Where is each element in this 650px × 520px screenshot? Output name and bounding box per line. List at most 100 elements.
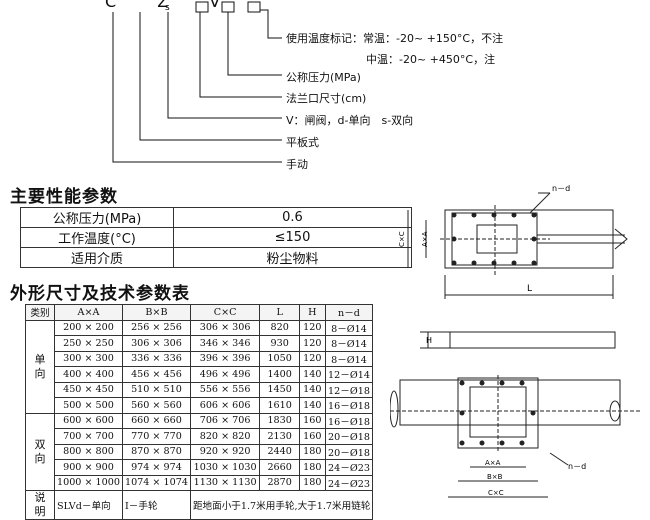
table-cell: 8－Ø14 (324, 319, 374, 336)
table-cell: 12－Ø18 (324, 381, 374, 398)
table-cell: 500 × 500 (54, 397, 123, 414)
table-cell: 706 × 706 (189, 412, 261, 429)
table-cell: 140 (299, 366, 326, 383)
table-cell: 120 (299, 350, 326, 367)
table-cell: 496 × 496 (189, 366, 261, 383)
label-cxc: C×C (398, 231, 406, 247)
table-cell: 160 (299, 428, 326, 445)
table-cell: 16－Ø18 (324, 397, 374, 414)
table-cell: 306 × 306 (121, 335, 191, 352)
table-cell: 180 (299, 459, 326, 476)
table-cell: 400 × 400 (54, 366, 123, 383)
label-nd-bottom: n－d (568, 462, 586, 471)
table-cell: 900 × 900 (54, 459, 123, 476)
note-cell: 距地面小于1.7米用手轮,大于1.7米用链轮 (189, 490, 374, 520)
table-cell: 1000 × 1000 (54, 474, 123, 491)
table-cell: 450 × 450 (54, 381, 123, 398)
table-cell: 1130 × 1130 (189, 474, 261, 491)
table-cell: 16－Ø18 (324, 412, 374, 429)
table-cell: 1450 (259, 381, 301, 398)
table-cell: 160 (299, 412, 326, 429)
table-cell: 180 (299, 443, 326, 460)
group-note: 说明 (25, 490, 55, 520)
model-code-leaders: s (112, 1, 282, 163)
label-L: L (527, 284, 532, 294)
table-cell: 120 (299, 335, 326, 352)
table-cell: 120 (299, 319, 326, 336)
label-H: H (426, 336, 432, 345)
label-nd-top: n－d (552, 185, 570, 193)
table-cell: 456 × 456 (121, 366, 191, 383)
label-axa-bottom: A×A (485, 459, 501, 467)
table-row: 适用介质粉尘物料 (20, 247, 412, 268)
table-cell: 346 × 346 (189, 335, 261, 352)
table-cell: 8－Ø14 (324, 350, 374, 367)
table-cell: 930 (259, 335, 301, 352)
code-line-type: V：闸阀，d-单向 s-双向 (286, 114, 414, 127)
model-code: C Z V (105, 0, 239, 11)
code-line-manual: 手动 (286, 158, 308, 171)
table-cell: 2130 (259, 428, 301, 445)
table-cell: 920 × 920 (189, 443, 261, 460)
table-cell: 800 × 800 (54, 443, 123, 460)
table-cell: 200 × 200 (54, 319, 123, 336)
table-cell: 820 (259, 319, 301, 336)
code-line-flange: 法兰口尺寸(cm) (286, 92, 367, 105)
table-cell: 556 × 556 (189, 381, 261, 398)
group-single: 单向 (25, 319, 55, 414)
table-cell: 8－Ø14 (324, 335, 374, 352)
table-cell: 24－Ø23 (324, 459, 374, 476)
table-cell: 20－Ø18 (324, 443, 374, 460)
table-cell: 1830 (259, 412, 301, 429)
table-cell: 974 × 974 (121, 459, 191, 476)
table-cell: 336 × 336 (121, 350, 191, 367)
code-line-flat: 平板式 (286, 136, 319, 149)
label-axa-top: A×A (421, 231, 429, 247)
table-cell: 660 × 660 (121, 412, 191, 429)
label-cxc-bottom: C×C (488, 489, 504, 497)
perf-table: 公称压力(MPa)0.6 工作温度(°C)≤150 适用介质粉尘物料 (20, 207, 412, 268)
table-cell: 12－Ø14 (324, 366, 374, 383)
table-cell: 250 × 250 (54, 335, 123, 352)
table-cell: 2870 (259, 474, 301, 491)
code-line-temp-mid: 中温：-20~ +450°C，注 (366, 53, 496, 66)
gate-valve-drawing: n－d C×C A×A L H A×A B×B C×C n－d (390, 185, 640, 498)
svg-text:s: s (165, 3, 170, 13)
table-cell: 560 × 560 (121, 397, 191, 414)
table-cell: 300 × 300 (54, 350, 123, 367)
code-line-temp: 使用温度标记：常温：-20~ +150°C，不注 (286, 32, 504, 45)
table-cell: 256 × 256 (121, 319, 191, 336)
table-cell: 1610 (259, 397, 301, 414)
table-cell: 1030 × 1030 (189, 459, 261, 476)
table-cell: 820 × 820 (189, 428, 261, 445)
note-cell: SLVd－单向 (54, 490, 123, 520)
table-cell: 870 × 870 (121, 443, 191, 460)
note-cell: Ⅰ－手轮 (121, 490, 191, 520)
label-bxb: B×B (487, 473, 503, 481)
table-cell: 770 × 770 (121, 428, 191, 445)
table-cell: 306 × 306 (189, 319, 261, 336)
table-cell: 1050 (259, 350, 301, 367)
table-cell: 180 (299, 474, 326, 491)
table-cell: 1400 (259, 366, 301, 383)
table-cell: 700 × 700 (54, 428, 123, 445)
table-cell: 140 (299, 381, 326, 398)
table-header-row: 类别 A×A B×B C×C L H n－d (25, 304, 374, 321)
perf-title: 主要性能参数 (10, 187, 118, 207)
table-row: 工作温度(°C)≤150 (20, 227, 412, 248)
group-double: 双向 (25, 412, 55, 491)
table-cell: 606 × 606 (189, 397, 261, 414)
table-cell: 2440 (259, 443, 301, 460)
table-cell: 140 (299, 397, 326, 414)
